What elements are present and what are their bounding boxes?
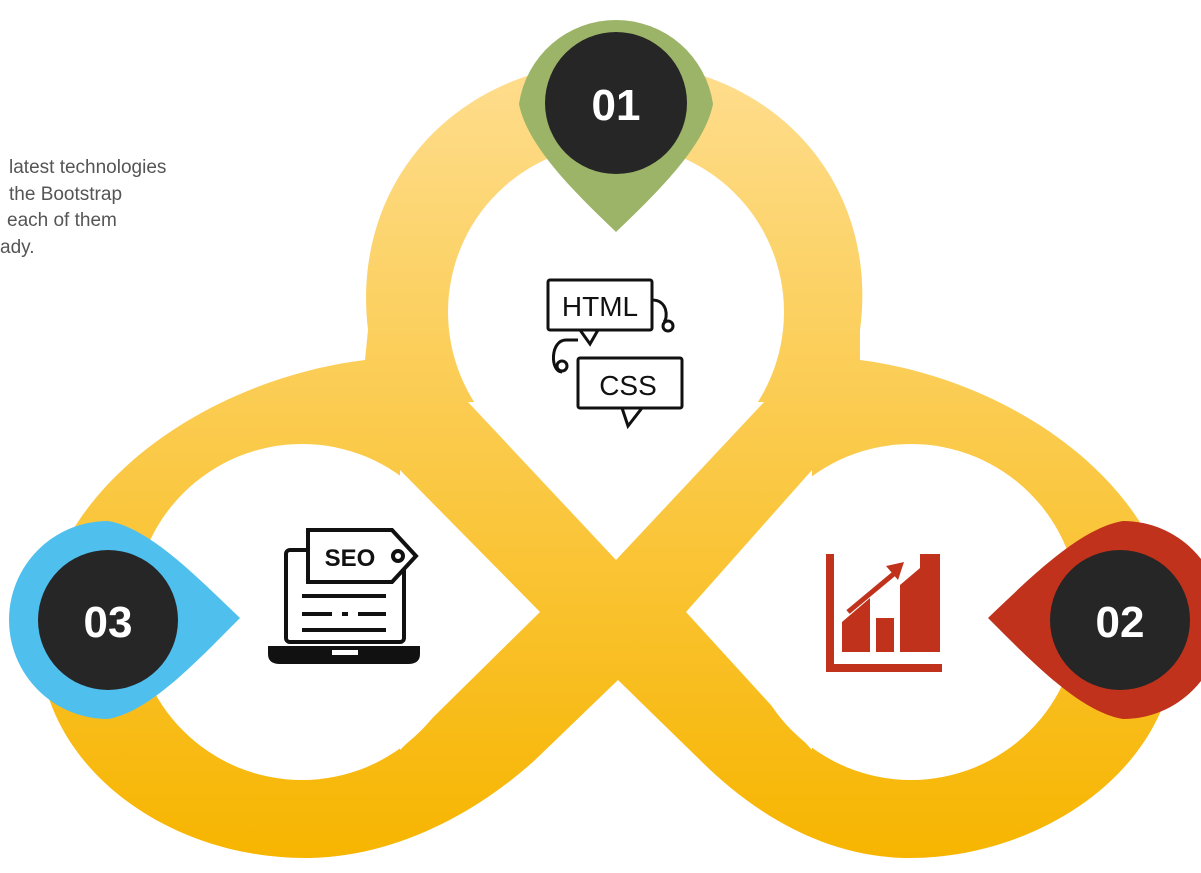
intro-line: latest technologies (9, 157, 167, 178)
html-css-icon: HTML CSS (546, 278, 684, 430)
step-02-pin: 02 (988, 521, 1201, 719)
step-03-number: 03 (84, 598, 133, 647)
intro-line: ady. (0, 236, 35, 258)
intro-line: the Bootstrap (9, 183, 123, 205)
html-label: HTML (562, 291, 638, 322)
seo-laptop-icon: SEO (268, 528, 420, 664)
intro-line: each of them (7, 210, 117, 232)
step-02-number: 02 (1096, 598, 1145, 647)
growth-chart-icon (826, 554, 942, 672)
step-01-number: 01 (592, 81, 641, 130)
css-label: CSS (599, 370, 657, 401)
seo-label: SEO (325, 545, 376, 572)
step-03-pin: 03 (9, 521, 240, 719)
intro-text: latest technologies the Bootstrap each o… (0, 155, 300, 261)
step-01-pin: 01 (519, 19, 713, 232)
